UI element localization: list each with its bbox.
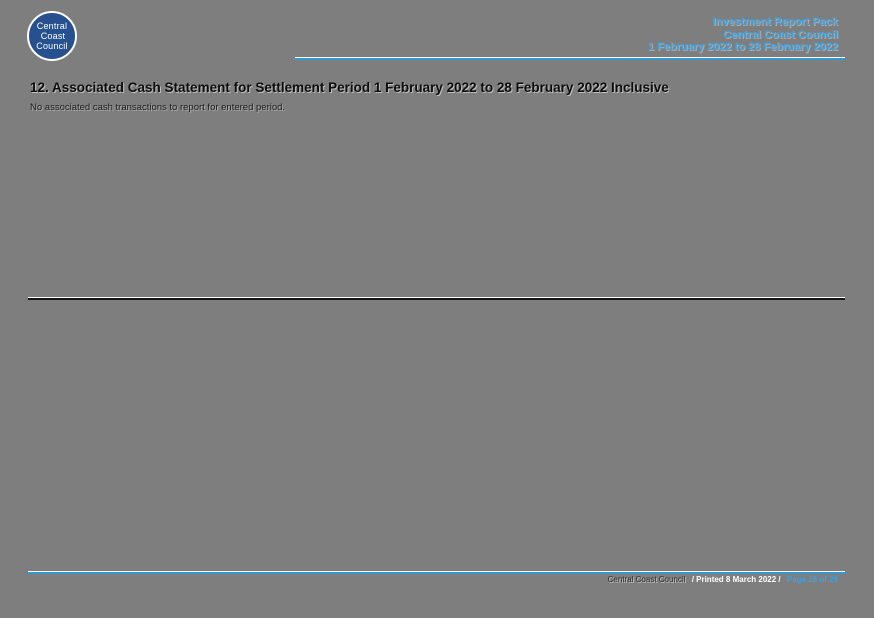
report-header-title: Investment Report Pack [712, 16, 838, 28]
footer-printed-date: / Printed 8 March 2022 / [691, 575, 781, 584]
content-divider-line [28, 297, 845, 300]
council-logo: Central Coast Council [27, 11, 77, 61]
report-header-period: 1 February 2022 to 28 February 2022 [647, 41, 838, 53]
page-footer: Central Coast Council / Printed 8 March … [608, 575, 838, 585]
logo-line-3: Council [36, 41, 68, 51]
section-body-text: No associated cash transactions to repor… [30, 102, 286, 113]
header-divider-line [295, 57, 845, 60]
logo-line-2: Coast [40, 31, 66, 41]
footer-org: Central Coast Council [607, 575, 686, 584]
report-header: Investment Report Pack Central Coast Cou… [648, 16, 838, 54]
report-header-org: Central Coast Council [723, 28, 838, 41]
logo-line-1: Central [36, 21, 68, 31]
footer-page-number: Page 28 of 29 [786, 575, 838, 584]
section-title: 12. Associated Cash Statement for Settle… [30, 80, 669, 95]
footer-divider-line [28, 571, 845, 574]
